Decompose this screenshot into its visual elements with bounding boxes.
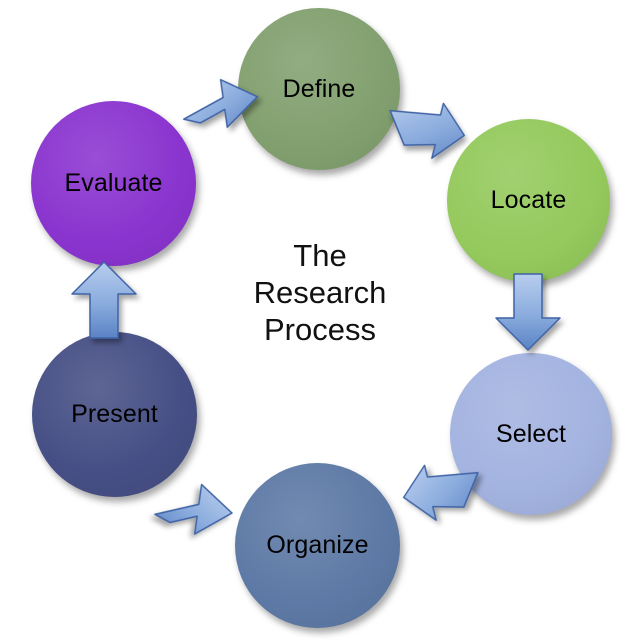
step-label-select: Select (495, 419, 567, 448)
arrow-define-to-locate (384, 98, 468, 184)
step-circle-select[interactable]: Select (450, 353, 612, 515)
step-circle-present[interactable]: Present (32, 332, 197, 497)
arrow-present-to-evaluate (68, 258, 140, 340)
step-label-locate: Locate (490, 186, 567, 214)
arrow-organize-to-present (152, 462, 238, 548)
step-label-evaluate: Evaluate (64, 169, 163, 197)
arrow-locate-to-select (492, 272, 564, 354)
center-title-line-2: Research (253, 274, 387, 310)
center-title: The Research Process (220, 238, 420, 349)
step-circle-organize[interactable]: Organize (235, 463, 400, 628)
step-circle-define[interactable]: Define (238, 8, 400, 170)
step-label-define: Define (282, 74, 356, 103)
center-title-line-1: The (293, 238, 347, 273)
step-label-present: Present (71, 400, 158, 428)
center-title-line-3: Process (264, 311, 376, 347)
step-circle-locate[interactable]: Locate (447, 119, 610, 282)
step-label-organize: Organize (266, 531, 369, 559)
arrow-select-to-organize (398, 462, 484, 548)
arrow-evaluate-to-define (178, 58, 262, 144)
step-circle-evaluate[interactable]: Evaluate (31, 101, 196, 266)
